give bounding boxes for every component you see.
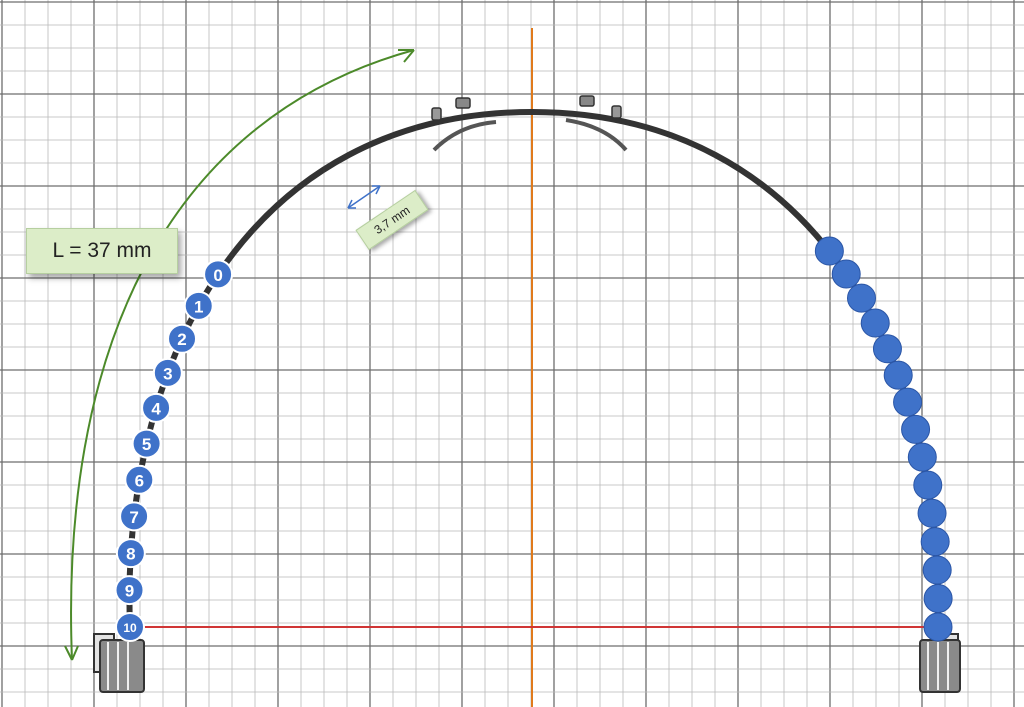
tooth-marker-dot — [883, 360, 913, 390]
tooth-marker: 9 — [114, 575, 145, 606]
tooth-marker-dot — [893, 387, 923, 417]
tooth-marker-dot — [913, 470, 943, 500]
tooth-marker-dot — [923, 612, 953, 642]
tooth-marker-dot — [152, 357, 183, 388]
tooth-marker-number: 8 — [126, 545, 135, 564]
tooth-marker-dot — [167, 323, 198, 354]
tooth-marker-dot — [923, 584, 953, 614]
tooth-marker-dot — [183, 290, 214, 321]
tooth-marker-dot — [872, 334, 902, 364]
right-marker-group — [814, 236, 953, 642]
tooth-marker-dot — [901, 414, 931, 444]
tooth-marker-dot — [114, 575, 145, 606]
tooth-marker-dot — [922, 555, 952, 585]
tooth-marker-dot — [846, 283, 876, 313]
tooth-marker-number: 7 — [129, 508, 138, 527]
tooth-marker-number: 5 — [142, 435, 151, 454]
tooth-marker-number: 3 — [163, 364, 172, 383]
tooth-marker-dot — [131, 428, 162, 459]
tooth-marker-number: 1 — [194, 297, 203, 316]
tooth-marker-dot — [920, 527, 950, 557]
tooth-marker-number: 6 — [135, 471, 144, 490]
tooth-marker: 4 — [141, 392, 172, 423]
tooth-marker-dot — [917, 498, 947, 528]
tooth-marker-number: 4 — [151, 399, 161, 418]
tooth-marker-dot — [831, 259, 861, 289]
tooth-marker: 2 — [167, 323, 198, 354]
tooth-marker-number: 10 — [123, 621, 137, 635]
tooth-marker-dot — [119, 501, 150, 532]
tooth-marker-dot — [115, 538, 146, 569]
tooth-marker: 7 — [119, 501, 150, 532]
tooth-marker: 8 — [115, 538, 146, 569]
right-molar-band-icon — [919, 633, 961, 693]
tooth-marker-dot — [814, 236, 844, 266]
tooth-marker-dot — [907, 442, 937, 472]
tooth-marker-number: 9 — [125, 582, 134, 601]
tooth-marker: 6 — [124, 464, 155, 495]
tooth-marker-dot — [860, 308, 890, 338]
tooth-marker: 5 — [131, 428, 162, 459]
tooth-marker-dot — [115, 612, 145, 642]
tooth-marker: 0 — [203, 259, 234, 290]
incisor-brackets-icon — [431, 95, 628, 152]
spacing-arrow — [347, 185, 381, 209]
tooth-marker-number: 0 — [213, 266, 222, 285]
tooth-marker-dot — [203, 259, 234, 290]
tooth-marker: 3 — [152, 357, 183, 388]
tooth-marker: 10 — [115, 612, 145, 642]
arc-length-label: L = 37 mm — [26, 228, 178, 274]
tooth-marker-number: 2 — [177, 330, 186, 349]
left-molar-band-icon — [93, 633, 145, 693]
tooth-marker-dot — [141, 392, 172, 423]
tooth-marker: 1 — [183, 290, 214, 321]
tooth-marker-dot — [124, 464, 155, 495]
